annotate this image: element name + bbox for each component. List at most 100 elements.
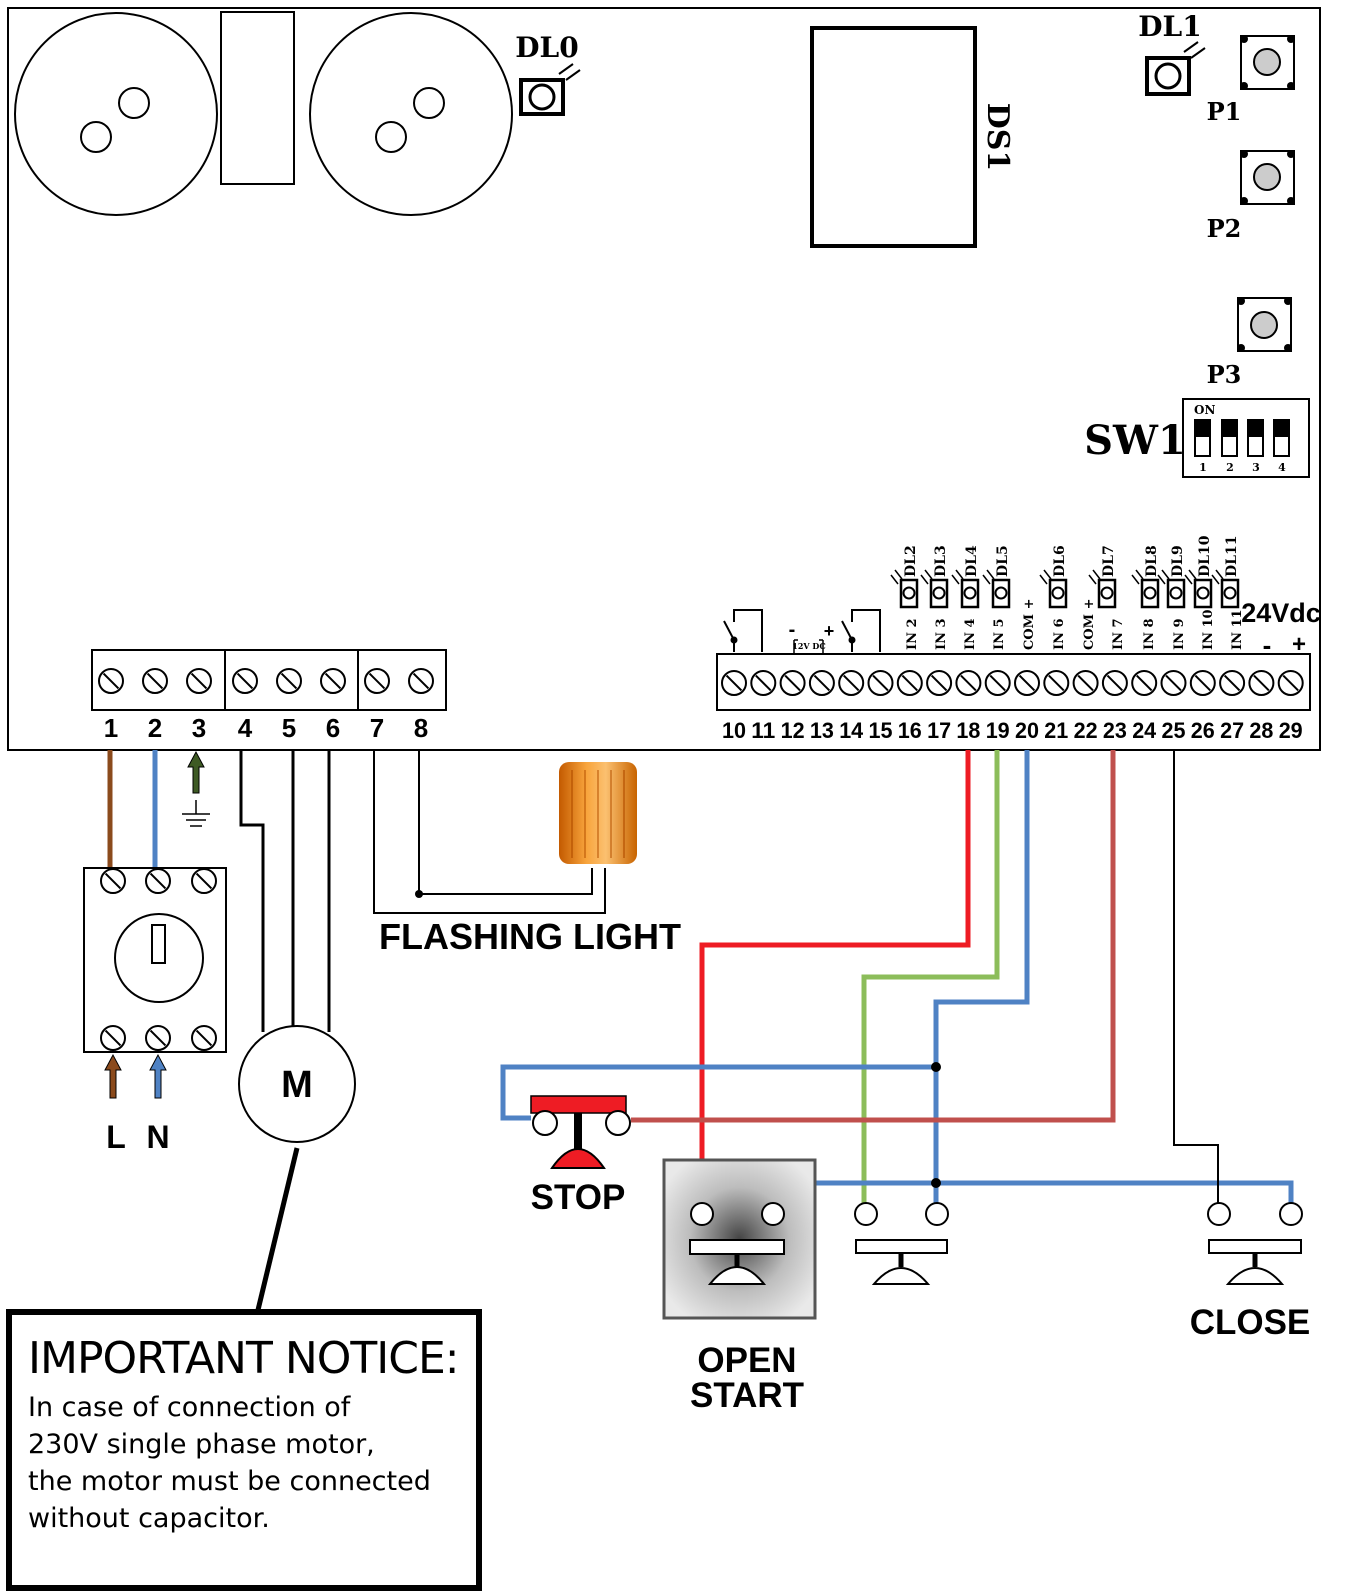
dl1-label: DL1 [1138, 10, 1201, 43]
stop-label: STOP [531, 1178, 626, 1217]
status-led [1184, 569, 1213, 609]
status-led [1088, 569, 1117, 609]
status-led [1039, 569, 1068, 609]
terminal-number: 3 [192, 713, 206, 743]
p3-label: P3 [1207, 360, 1242, 389]
terminal-screw [984, 670, 1011, 696]
sw1-pos-4: 4 [1278, 461, 1286, 474]
input-label: IN 2 [905, 618, 920, 650]
terminal-screw [721, 670, 747, 696]
terminal-screw [1072, 670, 1099, 696]
terminal-screw [1131, 670, 1158, 696]
wire-open-red [699, 750, 971, 1205]
contact-symbol-14-15 [841, 609, 881, 652]
wire-close-black [1173, 750, 1219, 1203]
supply-minus-sign: - [789, 619, 796, 641]
dl0-led [519, 63, 581, 116]
wire-com-bus-blue [770, 1180, 1294, 1205]
junction-dot [931, 1062, 941, 1072]
sw1-pos-2: 2 [1226, 461, 1234, 474]
terminal-number: 6 [326, 713, 340, 743]
open-label: OPEN [697, 1341, 796, 1380]
terminal-screw [867, 670, 894, 696]
input-label: IN 8 [1142, 618, 1157, 650]
terminal-screw [320, 668, 346, 694]
terminal-screw [408, 668, 434, 694]
push-button-pedestrian[interactable] [854, 1202, 949, 1285]
status-led [982, 569, 1011, 609]
switch-screw [100, 868, 126, 894]
status-led [951, 569, 980, 609]
input-label: COM + [1082, 599, 1097, 650]
led-label: DL6 [1052, 545, 1068, 577]
terminal-number: 19 [986, 718, 1010, 743]
open-start-button[interactable] [662, 1158, 817, 1320]
terminal-screw [1189, 670, 1216, 696]
notice-pointer-line [255, 1147, 300, 1311]
terminal-screw [750, 670, 777, 696]
terminal-screw [1043, 670, 1070, 696]
ds1-display [810, 26, 977, 248]
n-arrow [149, 1053, 167, 1099]
terminal-number: 27 [1220, 718, 1244, 743]
wire-stop-darkred [631, 750, 1116, 1123]
junction-dot [415, 890, 423, 898]
stop-button[interactable] [530, 1095, 631, 1169]
terminal-number: 18 [956, 718, 980, 743]
terminal-number: 16 [898, 718, 922, 743]
sw1-pos-3: 3 [1252, 461, 1260, 474]
sw1-switches [1194, 419, 1290, 457]
supply-24vdc-plus: + [1292, 631, 1306, 658]
l-arrow [104, 1053, 122, 1099]
terminal-number: 1 [104, 713, 118, 743]
close-button[interactable] [1207, 1202, 1303, 1285]
status-led [890, 569, 919, 609]
terminal-number: 23 [1103, 718, 1127, 743]
led-label: DL11 [1224, 536, 1240, 577]
supply-24vdc-label: 24Vdc [1241, 598, 1321, 628]
terminal-number: 26 [1191, 718, 1215, 743]
p1-label: P1 [1207, 97, 1242, 126]
terminal-number: 11 [751, 718, 775, 743]
contact-symbol-10-11 [723, 609, 763, 652]
terminal-number: 2 [148, 713, 162, 743]
junction-dot [931, 1178, 941, 1188]
p1-button[interactable] [1240, 35, 1295, 90]
terminal-screw [1160, 670, 1187, 696]
p2-button[interactable] [1240, 150, 1295, 205]
switch-screw [191, 868, 217, 894]
wire-motor-4 [239, 750, 265, 1032]
terminal-screw [896, 670, 923, 696]
wire-flashing-8 [418, 750, 593, 895]
terminal-number: 29 [1279, 718, 1303, 743]
terminal-screw [186, 668, 212, 694]
terminal-number: 28 [1249, 718, 1273, 743]
p3-button[interactable] [1237, 297, 1292, 352]
terminal-screw [1101, 670, 1128, 696]
input-label: COM + [1022, 599, 1037, 650]
supply-24vdc-minus: - [1263, 630, 1272, 660]
supply-12vdc-symbol [793, 639, 824, 654]
switch-screw [100, 1025, 126, 1051]
flashing-light-lamp [559, 762, 637, 864]
dl1-led [1145, 41, 1206, 96]
terminal-number: 17 [927, 718, 951, 743]
led-label: DL4 [964, 545, 980, 577]
terminal-number: 7 [370, 713, 384, 743]
flashing-light-label: FLASHING LIGHT [379, 916, 681, 957]
notice-line: 230V single phase motor, [28, 1429, 375, 1460]
ground-symbol [182, 750, 210, 827]
supply-12vdc-label: 12V DC [792, 641, 825, 651]
input-label: IN 10 [1201, 609, 1216, 650]
start-label: START [690, 1376, 804, 1415]
terminal-screw [1248, 670, 1275, 696]
terminal-number: 10 [722, 718, 746, 743]
notice-line: the motor must be connected [28, 1466, 431, 1497]
terminal-screw [232, 668, 258, 694]
terminal-screw [1014, 670, 1040, 696]
input-label: IN 5 [992, 618, 1007, 650]
terminal-number: 14 [839, 718, 864, 743]
l-label: L [106, 1119, 126, 1155]
terminal-number: 25 [1162, 718, 1186, 743]
